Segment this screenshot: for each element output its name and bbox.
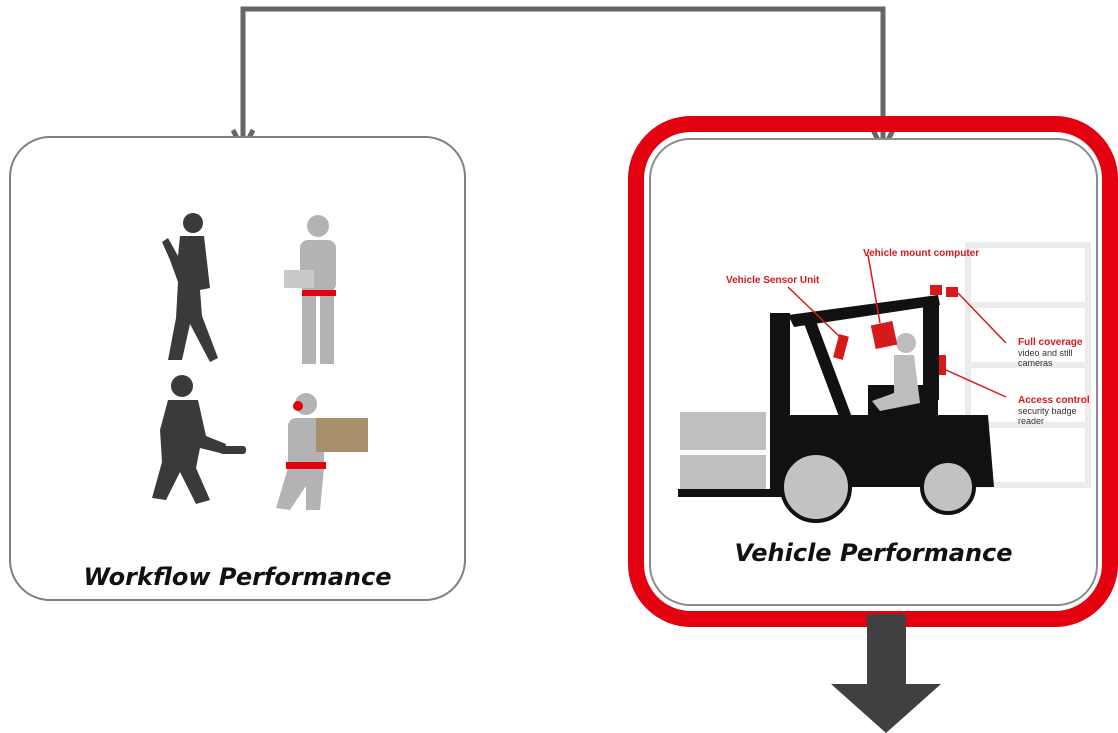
vehicle-sensor-unit-label: Vehicle Sensor Unit	[726, 275, 820, 286]
access-control-line-2: reader	[1018, 416, 1045, 426]
access-control-label: Access control security badge reader	[1018, 395, 1090, 427]
access-control-title: Access control	[1018, 395, 1090, 406]
workflow-performance-title: Workflow Performance	[83, 563, 392, 591]
forklift-with-sensors-icon	[678, 242, 1091, 523]
full-coverage-label: Full coverage video and still cameras	[1018, 337, 1083, 369]
full-coverage-title: Full coverage	[1018, 337, 1083, 348]
vehicle-mount-computer-label: Vehicle mount computer	[863, 248, 980, 259]
vehicle-performance-title: Vehicle Performance	[734, 539, 1013, 567]
full-coverage-line-1: video and still	[1018, 348, 1073, 358]
full-coverage-line-2: cameras	[1018, 358, 1053, 368]
access-control-line-1: security badge	[1018, 406, 1077, 416]
down-arrow	[831, 614, 941, 733]
workflow-card	[9, 136, 466, 601]
top-connector-line	[240, 6, 886, 142]
worker-silhouettes-icon	[152, 213, 368, 510]
